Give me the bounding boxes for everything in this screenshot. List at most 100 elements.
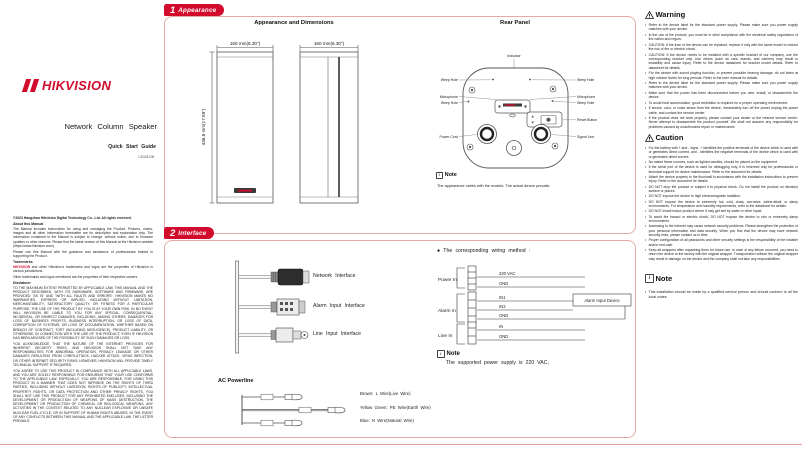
alarm-connector-icon [270, 298, 306, 316]
wiring-method-heading: ● The corresponding wiring method : [437, 248, 531, 254]
reset-button-dot [546, 117, 551, 122]
note-icon: i [645, 274, 654, 283]
network-connector-icon [270, 268, 310, 286]
power-note-heading: i Note [437, 350, 460, 358]
trademark-brand: HIKVISION [13, 264, 31, 269]
speaker-side-view: 160 mm(6.30") [299, 41, 359, 204]
earth-wire-label: Yellow Green: PE Wire(Earth Wire) [360, 404, 431, 410]
pin-gnd: GND [499, 313, 508, 318]
power-in-label: Power In [438, 277, 457, 283]
caution-bullet: No naked flame sources, such as lighted … [645, 160, 798, 165]
warning-title: Warning [655, 10, 686, 19]
caution-bullet: To avoid fire hazard or electric shock, … [645, 215, 798, 224]
note-bullet: This installation should be made by a qu… [645, 290, 798, 299]
power-note-text: The supported power supply is 220 VAC, [446, 360, 549, 366]
note-icon: i [437, 350, 445, 358]
section1-title: Appearance [178, 6, 217, 14]
section2-title: Interface [178, 229, 207, 237]
power-cord-label: Power Cord [440, 135, 459, 139]
page-fold-line [0, 444, 802, 445]
alarm-in-label: Alarm In [438, 308, 456, 314]
disclaimer-paragraph: YOU ACKNOWLEDGE THAT THE NATURE OF THE I… [13, 341, 153, 367]
weep-hole-label: Weep Hole [441, 101, 458, 105]
hikvision-logo: HIKVISION [21, 78, 112, 93]
caution-bullet: For the battery with + and - signs, + id… [645, 146, 798, 159]
warning-bullet: In the use of the product, you must be i… [645, 33, 798, 42]
caution-bullet: DO NOT drop the product or subject it to… [645, 185, 798, 194]
about-paragraph: Please use this Manual with the guidance… [13, 249, 153, 258]
indicator-led [509, 113, 516, 118]
disclaimer-heading: Disclaimer [13, 280, 31, 285]
line-connector-icon [270, 327, 309, 343]
pin-gnd: GND [499, 281, 508, 286]
alarm-input-device-label: Alarm Input Device [584, 298, 620, 303]
warning-bullet: To avoid heat accumulation, good ventila… [645, 101, 798, 106]
warning-bullet: If smoke, odor, or noise arises from the… [645, 106, 798, 115]
wiring-diagram: Power In 220 VAC GND Alarm In IN1 IN2 GN… [438, 265, 632, 345]
ac-powerline-diagram [241, 393, 346, 427]
trademarks-other: Other trademarks and logos mentioned are… [13, 274, 139, 279]
caution-bullet: Attach the device properly to the floor/… [645, 175, 798, 184]
warning-triangle-icon [645, 10, 654, 19]
disclaimer-paragraph: TO THE MAXIMUM EXTENT PERMITTED BY APPLI… [13, 285, 153, 340]
doc-code: UD33412B [138, 155, 154, 159]
caution-bullet: DO NOT install indoor product where it m… [645, 209, 798, 214]
pin-in1: IN1 [499, 295, 506, 300]
spade-connector-icon [335, 406, 346, 414]
height-label: 446.8 mm(17.59") [201, 108, 206, 145]
caution-triangle-icon [645, 133, 654, 142]
weep-hole-label: Weep Hole [577, 101, 594, 105]
ac-powerline-heading: AC Powerline [218, 378, 254, 384]
weep-hole-dot [492, 78, 494, 81]
caution-bullet: Accessing to the internet may cause netw… [645, 224, 798, 237]
speaker-front-view: 160 mm(6.30") 446.8 mm(17.59") [201, 41, 274, 204]
warning-bullet: For the device with sound playing functi… [645, 71, 798, 80]
side-width-label: 160 mm(6.30") [314, 41, 345, 46]
pin-in: IN [499, 324, 503, 329]
caution-bullets: For the battery with + and - signs, + id… [645, 146, 798, 262]
alarm-input-interface-label: Alarm Input Interface [313, 303, 365, 309]
note-title: Note [444, 172, 457, 179]
weep-hole-dot [551, 100, 554, 102]
section1-number: 1 [170, 4, 176, 16]
reset-button-label: Reset Button [577, 118, 597, 122]
about-paragraphs: The Manual includes instructions for usi… [13, 227, 153, 258]
live-wire-label: Brown: L Wire(Live Wire) [360, 391, 411, 396]
section2-number: 2 [170, 227, 176, 239]
section2-badge: 2 Interface [164, 227, 215, 239]
caution-bullet: Keep all wrappers after unpacking them f… [645, 248, 798, 261]
dimensions-heading: Appearance and Dimensions [254, 20, 334, 26]
weep-hole-label: Weep Hole [577, 78, 594, 82]
signal-line-label: Signal Line [577, 135, 594, 139]
screw-icon [466, 85, 559, 151]
weep-hole-dot [467, 100, 470, 103]
rear-panel-diagram: Indicator Weep Hole Microphone Weep Hole… [440, 54, 597, 169]
final-note-bullets: This installation should be made by a qu… [645, 290, 798, 300]
line-input-interface-label: Line Input Interface [313, 331, 362, 337]
warning-bullet: CAUTION: If the fuse of the device can b… [645, 43, 798, 52]
spade-connector-icon [292, 393, 303, 401]
warning-bullet: Make sure that the power has been discon… [645, 91, 798, 100]
appearance-note-heading: i Note [436, 172, 457, 179]
warning-bullets: Refer to the device label for the standa… [645, 23, 798, 130]
section2-box [164, 240, 636, 438]
line-in-label: Line In [438, 333, 453, 339]
guide-subtitle: Quick Start Guide [108, 144, 156, 150]
weep-hole-label: Weep Hole [441, 78, 458, 82]
disclaimer-paragraph: YOU AGREE TO USE THIS PRODUCT IN COMPLIA… [13, 368, 153, 424]
logo-text: HIKVISION [42, 78, 112, 93]
final-note-heading: i Note [645, 274, 798, 283]
pin-gnd: GND [499, 334, 508, 339]
rear-panel-heading: Rear Panel [500, 20, 530, 26]
copyright-line: ©2023 Hangzhou Hikvision Digital Technol… [13, 216, 132, 220]
caution-bullet: Proper configuration of all passwords an… [645, 238, 798, 247]
microphone-label: Microphone [577, 95, 595, 99]
about-heading: About this Manual [13, 222, 44, 226]
trademark-rest: and other Hikvision's trademarks and log… [13, 264, 153, 273]
weep-hole-dot [529, 78, 531, 81]
microphone-label: Microphone [440, 95, 458, 99]
warning-heading: Warning [645, 10, 798, 19]
caution-bullet: If the serial port of the device is used… [645, 165, 798, 174]
caution-heading: Caution [645, 133, 798, 142]
